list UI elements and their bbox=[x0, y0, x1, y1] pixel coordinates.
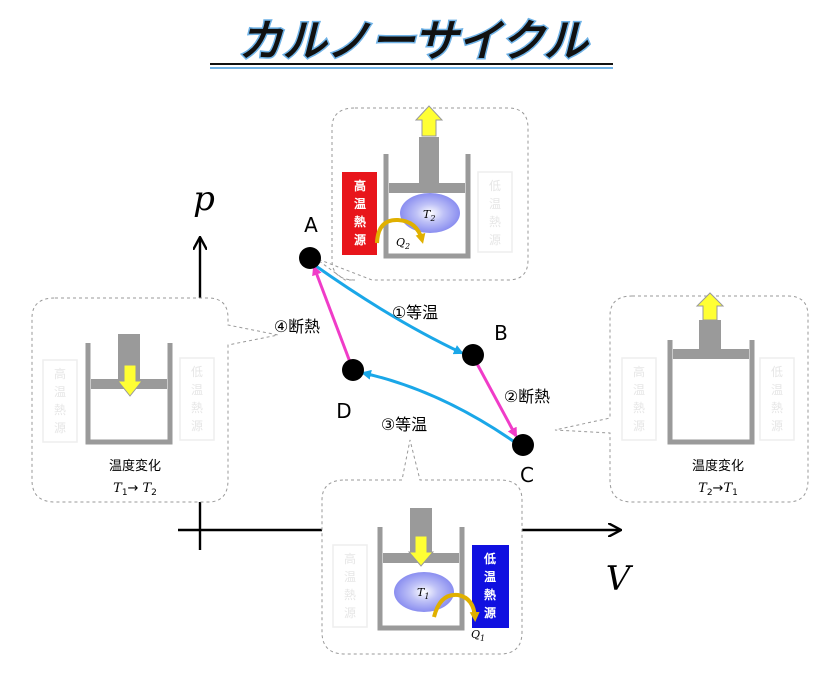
cold-reservoir-faded-char: 低 bbox=[771, 365, 783, 379]
hot-reservoir-faded-char: 高 bbox=[54, 366, 66, 381]
up-arrow-icon bbox=[414, 105, 444, 137]
hot-reservoir-faded-char: 源 bbox=[54, 421, 66, 435]
cold-reservoir-faded-char: 源 bbox=[489, 233, 501, 247]
cycle-curves bbox=[312, 262, 518, 445]
process-cd-label: ③等温 bbox=[381, 415, 427, 434]
cold-reservoir-faded bbox=[179, 357, 215, 441]
process-da-label: ④断熱 bbox=[274, 317, 320, 336]
page-title: カルノーサイクル bbox=[239, 16, 590, 67]
cold-reservoir-char: 低 bbox=[483, 551, 496, 566]
state-points: A B C D bbox=[299, 213, 534, 487]
point-b-label: B bbox=[494, 321, 508, 345]
panel-right-caption: 温度変化 bbox=[692, 458, 744, 474]
gas-temp-label: T1 bbox=[417, 586, 429, 601]
up-arrow-icon bbox=[695, 292, 725, 321]
down-arrow-icon bbox=[116, 364, 144, 397]
process-labels: ①等温 ②断熱 ③等温 ④断熱 bbox=[274, 303, 550, 434]
hot-reservoir-faded-char: 源 bbox=[633, 419, 645, 433]
process-ab-curve bbox=[312, 262, 464, 355]
process-bc-curve bbox=[473, 359, 518, 438]
cylinder bbox=[667, 340, 755, 445]
heat-out-arrow-icon bbox=[432, 592, 480, 622]
hot-reservoir bbox=[342, 172, 377, 255]
process-cd-curve bbox=[361, 369, 517, 445]
point-a bbox=[299, 247, 321, 269]
cylinder bbox=[85, 343, 173, 445]
point-a-label: A bbox=[304, 213, 318, 237]
cold-reservoir-faded bbox=[477, 171, 513, 253]
point-c bbox=[512, 434, 534, 456]
panel-bottom: 高 温 熱 源 低 温 熱 源 T1 Q1 bbox=[321, 439, 523, 655]
hot-reservoir-char: 源 bbox=[354, 232, 366, 247]
hot-reservoir-faded-char: 温 bbox=[344, 570, 356, 584]
piston-rod bbox=[699, 320, 721, 349]
process-da-curve bbox=[312, 265, 352, 363]
point-c-label: C bbox=[520, 463, 534, 487]
hot-reservoir-faded-char: 熱 bbox=[344, 588, 356, 602]
hot-reservoir-char: 高 bbox=[354, 178, 366, 193]
process-bc-label: ②断熱 bbox=[504, 387, 550, 406]
p-axis-label: p bbox=[193, 179, 215, 219]
cold-reservoir-faded bbox=[759, 357, 795, 441]
hot-reservoir-faded-char: 熱 bbox=[633, 401, 645, 415]
panel-left: 高 温 熱 源 低 温 熱 源 温度変化 T1→T2 bbox=[31, 297, 279, 503]
hot-reservoir-char: 温 bbox=[354, 197, 366, 211]
hot-reservoir-faded-char: 熱 bbox=[54, 403, 66, 417]
cylinder bbox=[383, 154, 471, 259]
cold-reservoir-faded-char: 源 bbox=[191, 419, 203, 433]
title-group: カルノーサイクル bbox=[210, 15, 613, 69]
v-axis-label: V bbox=[606, 559, 634, 599]
cold-reservoir-faded-char: 温 bbox=[191, 383, 203, 397]
cold-reservoir-char: 熱 bbox=[484, 587, 496, 602]
hot-reservoir-faded bbox=[332, 544, 368, 628]
cold-reservoir-faded-char: 低 bbox=[489, 179, 501, 193]
cold-reservoir-faded-char: 源 bbox=[771, 419, 783, 433]
cold-reservoir-char: 源 bbox=[484, 605, 496, 620]
gas bbox=[400, 193, 460, 233]
piston-rod bbox=[419, 137, 439, 183]
heat-in-arrow-icon bbox=[375, 217, 426, 244]
down-arrow-icon bbox=[407, 535, 435, 567]
hot-reservoir-faded bbox=[621, 357, 657, 441]
cold-reservoir-faded-char: 熱 bbox=[489, 215, 501, 229]
hot-reservoir-faded-char: 温 bbox=[54, 385, 66, 399]
gas-temp-label: T2 bbox=[423, 208, 435, 223]
heat-label: Q1 bbox=[471, 628, 485, 643]
piston bbox=[389, 183, 465, 193]
hot-reservoir-faded-char: 高 bbox=[633, 364, 645, 379]
cold-reservoir-char: 温 bbox=[484, 570, 496, 584]
cold-reservoir-faded-char: 熱 bbox=[191, 401, 203, 415]
hot-reservoir-faded-char: 高 bbox=[344, 551, 356, 566]
heat-label: Q2 bbox=[396, 236, 410, 251]
hot-reservoir-faded bbox=[42, 359, 78, 443]
point-d-label: D bbox=[336, 399, 351, 423]
panel-left-bubble bbox=[31, 297, 279, 503]
panel-left-temp-change: T1→T2 bbox=[113, 481, 157, 498]
cold-reservoir-faded-char: 温 bbox=[489, 197, 501, 211]
cylinder bbox=[377, 527, 465, 631]
panel-right-temp-change: T2→T1 bbox=[698, 481, 738, 498]
hot-reservoir-faded-char: 源 bbox=[344, 606, 356, 620]
cold-reservoir-faded-char: 温 bbox=[771, 383, 783, 397]
point-d bbox=[342, 359, 364, 381]
point-b bbox=[462, 344, 484, 366]
hot-reservoir-faded-char: 温 bbox=[633, 383, 645, 397]
process-ab-label: ①等温 bbox=[392, 303, 438, 322]
piston bbox=[673, 349, 749, 359]
panel-top: 高 温 熱 源 低 温 熱 源 T2 Q2 bbox=[314, 105, 529, 281]
cold-reservoir-faded-char: 熱 bbox=[771, 401, 783, 415]
cold-reservoir-faded-char: 低 bbox=[191, 365, 203, 379]
panel-right: 高 温 熱 源 低 温 熱 源 温度変化 T2→T1 bbox=[554, 292, 809, 503]
hot-reservoir-char: 熱 bbox=[354, 214, 366, 229]
panel-right-bubble bbox=[554, 295, 809, 503]
panel-left-caption: 温度変化 bbox=[109, 458, 161, 474]
